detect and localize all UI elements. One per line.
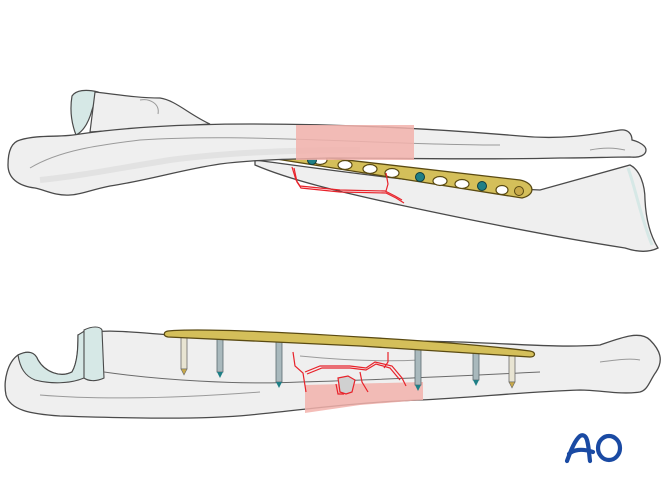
bottom-view xyxy=(4,326,661,419)
screw-4 xyxy=(414,344,422,391)
screw-heads-top xyxy=(307,155,524,196)
top-view xyxy=(7,89,659,253)
screw-3 xyxy=(275,337,283,388)
fracture-lines-bottom xyxy=(292,351,407,395)
logo-letter-o xyxy=(595,433,623,463)
logo-letter-a xyxy=(564,433,596,464)
fracture-zone-top xyxy=(296,125,414,160)
ao-logo: AO xyxy=(563,432,627,464)
cartilage-top-left xyxy=(70,89,99,136)
fracture-zone-bottom xyxy=(305,382,423,413)
fracture-lines-top xyxy=(291,166,405,204)
upper-bone-top-view xyxy=(7,123,647,196)
screw-1 xyxy=(180,336,188,376)
plate-top-view xyxy=(257,149,533,199)
plate-bottom-view xyxy=(163,329,536,358)
screw-6 xyxy=(508,355,516,389)
cartilage-olecranon xyxy=(17,329,91,384)
